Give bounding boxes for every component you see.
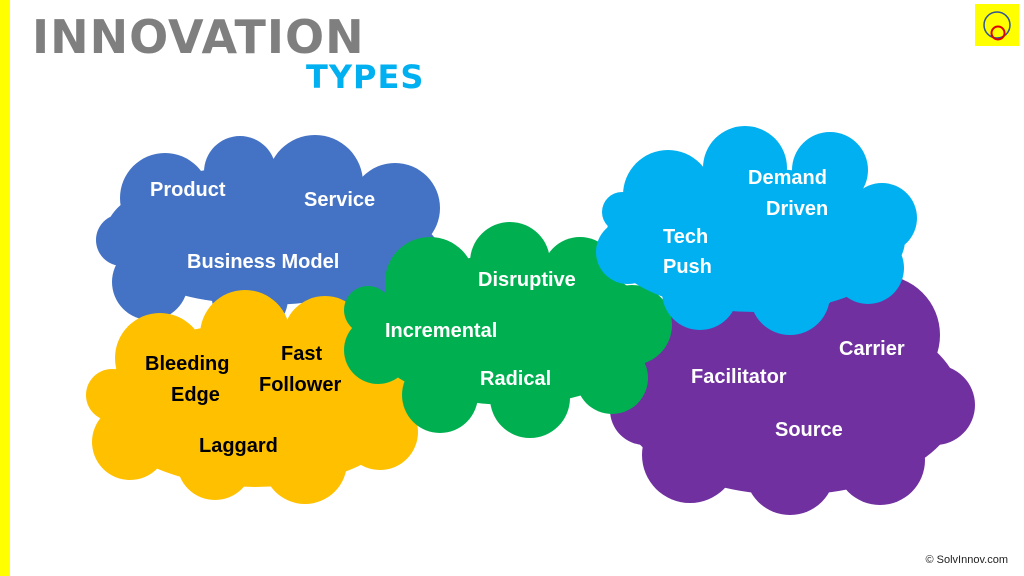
label-disruptive: Disruptive [478,269,576,291]
label-carrier: Carrier [839,338,905,360]
label-tech: Tech [663,226,709,248]
label-service: Service [304,189,376,211]
label-business-model: Business Model [187,251,340,273]
page-subtitle: TYPES [306,58,425,96]
label-product: Product [150,179,226,201]
logo [975,4,1019,46]
cloud-light-blue [596,126,917,335]
label-facilitator: Facilitator [691,366,787,388]
label-source: Source [775,419,843,441]
label-bleeding: Bleeding [145,353,230,375]
label-demand: Demand [748,167,827,189]
cloud-green [344,222,672,438]
label-follower: Follower [259,374,342,396]
label-driven: Driven [766,198,829,220]
page-title: INNOVATION [32,10,365,64]
left-accent-bar [0,0,10,576]
logo-icon [983,11,1011,41]
label-radical: Radical [480,368,552,390]
label-edge: Edge [171,384,220,406]
label-incremental: Incremental [385,320,498,342]
cloud-purple [610,273,975,515]
label-laggard: Laggard [199,435,278,457]
label-push: Push [663,256,712,278]
label-fast: Fast [281,343,323,365]
copyright-notice: © SolvInnov.com [925,554,1009,566]
